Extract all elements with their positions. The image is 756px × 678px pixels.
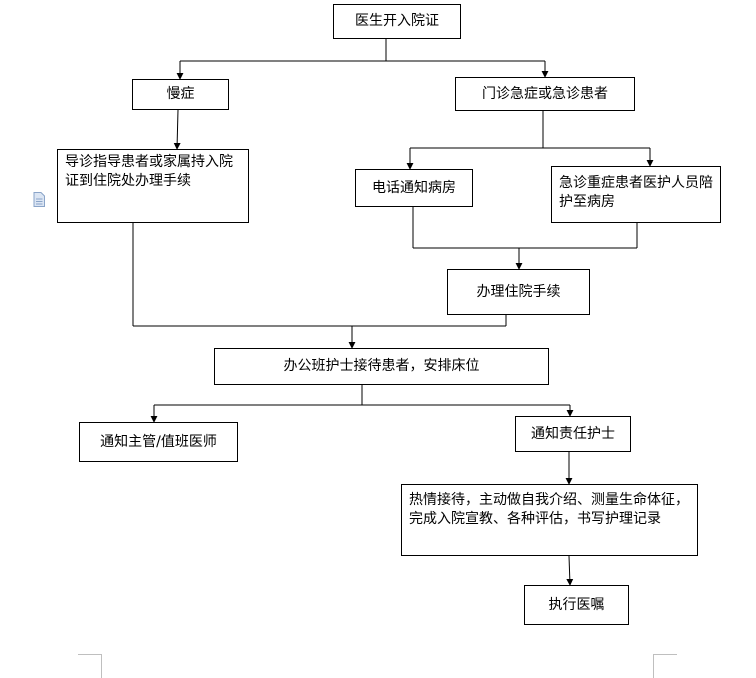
page-corner-mark-right — [653, 654, 677, 678]
page-corner-mark-left — [78, 654, 102, 678]
emergency-label: 门诊急症或急诊患者 — [482, 85, 608, 102]
notify-nurse-label: 通知责任护士 — [531, 425, 615, 442]
escort-label: 急诊重症患者医护人员陪护至病房 — [559, 175, 713, 210]
notify-doctor-node: 通知主管/值班医师 — [79, 422, 238, 462]
office-nurse-label: 办公班护士接待患者，安排床位 — [283, 358, 480, 374]
admission-procedure-label: 办理住院手续 — [476, 283, 561, 300]
guide-family-label: 导诊指导患者或家属持入院证到住院处办理手续 — [65, 154, 233, 189]
reception-label: 热情接待，主动做自我介绍、测量生命体征，完成入院宣教、各种评估，书写护理记录 — [409, 492, 689, 527]
start-node: 医生开入院证 — [333, 4, 461, 39]
escort-node: 急诊重症患者医护人员陪护至病房 — [551, 166, 721, 223]
admission-procedure-node: 办理住院手续 — [447, 269, 590, 315]
execute-orders-label: 执行医嘱 — [548, 596, 605, 613]
phone-notify-label: 电话通知病房 — [372, 179, 456, 196]
document-icon — [33, 192, 45, 207]
chronic-label: 慢症 — [166, 86, 195, 102]
office-nurse-node: 办公班护士接待患者，安排床位 — [214, 348, 549, 385]
emergency-node: 门诊急症或急诊患者 — [455, 77, 635, 111]
notify-doctor-label: 通知主管/值班医师 — [100, 433, 217, 450]
notify-nurse-node: 通知责任护士 — [515, 416, 631, 452]
phone-notify-node: 电话通知病房 — [355, 169, 473, 207]
chronic-node: 慢症 — [132, 79, 229, 110]
guide-family-node: 导诊指导患者或家属持入院证到住院处办理手续 — [57, 149, 249, 223]
execute-orders-node: 执行医嘱 — [524, 585, 629, 625]
start-label: 医生开入院证 — [355, 13, 439, 29]
reception-node: 热情接待，主动做自我介绍、测量生命体征，完成入院宣教、各种评估，书写护理记录 — [401, 484, 698, 556]
